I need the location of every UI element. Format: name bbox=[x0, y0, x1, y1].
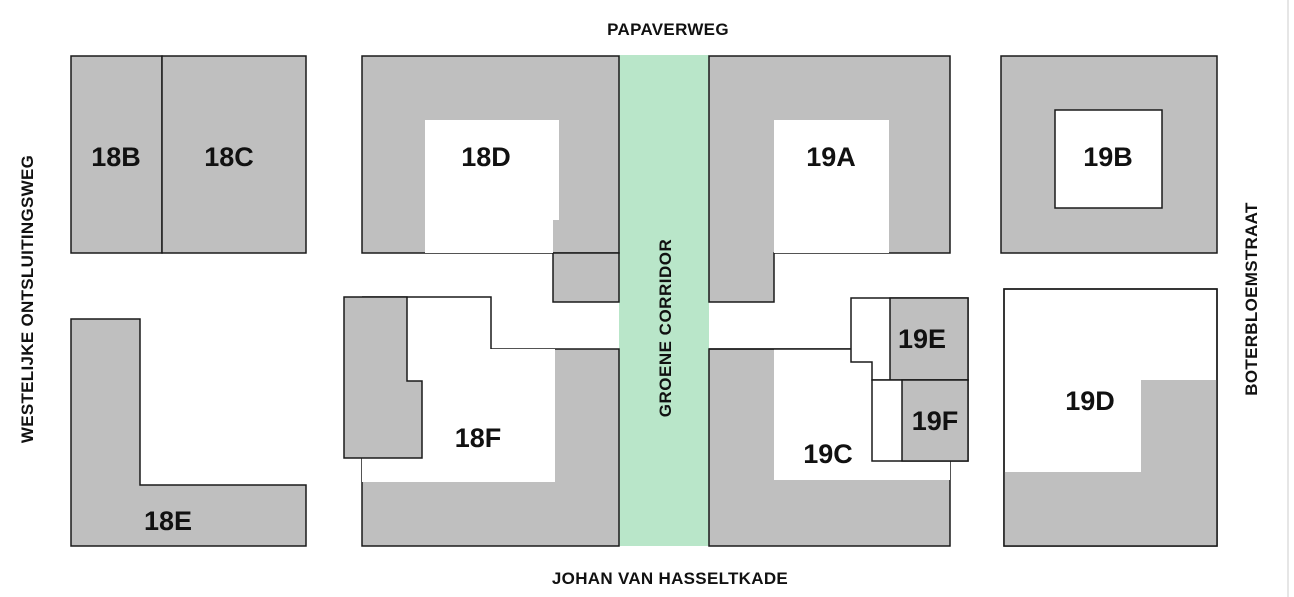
plot-label-19f: 19F bbox=[912, 406, 959, 436]
plot-19f bbox=[901, 379, 969, 462]
plot-label-19b: 19B bbox=[1083, 142, 1133, 172]
plot-label-18b: 18B bbox=[91, 142, 141, 172]
plot-19b-courtyard bbox=[1054, 109, 1163, 209]
plot-18f-west-wing bbox=[343, 296, 423, 459]
plot-18b bbox=[70, 55, 163, 254]
plot-label-18d: 18D bbox=[461, 142, 511, 172]
plot-18e bbox=[70, 318, 307, 547]
corridor-label: GROENE CORRIDOR bbox=[656, 239, 675, 417]
street-east-label: BOTERBLOEMSTRAAT bbox=[1242, 202, 1261, 396]
street-west-label: WESTELIJKE ONTSLUITINGSWEG bbox=[18, 155, 37, 443]
plot-label-19a: 19A bbox=[806, 142, 856, 172]
plot-label-18e: 18E bbox=[144, 506, 192, 536]
plot-label-19c: 19C bbox=[803, 439, 853, 469]
street-north-label: PAPAVERWEG bbox=[607, 20, 729, 39]
plot-19a-courtyard bbox=[774, 120, 889, 253]
groene-corridor bbox=[619, 55, 709, 546]
plot-19e bbox=[889, 297, 969, 381]
plot-label-19d: 19D bbox=[1065, 386, 1115, 416]
plot-19d-frame bbox=[1003, 288, 1218, 547]
plot-18c bbox=[161, 55, 307, 254]
plot-18d-courtyard bbox=[425, 120, 559, 253]
plot-label-19e: 19E bbox=[898, 324, 946, 354]
plot-18d-extension bbox=[552, 252, 620, 303]
street-south-label: JOHAN VAN HASSELTKADE bbox=[552, 569, 788, 588]
plot-19d bbox=[1004, 380, 1217, 546]
plot-label-18f: 18F bbox=[455, 423, 502, 453]
plot-label-18c: 18C bbox=[204, 142, 254, 172]
